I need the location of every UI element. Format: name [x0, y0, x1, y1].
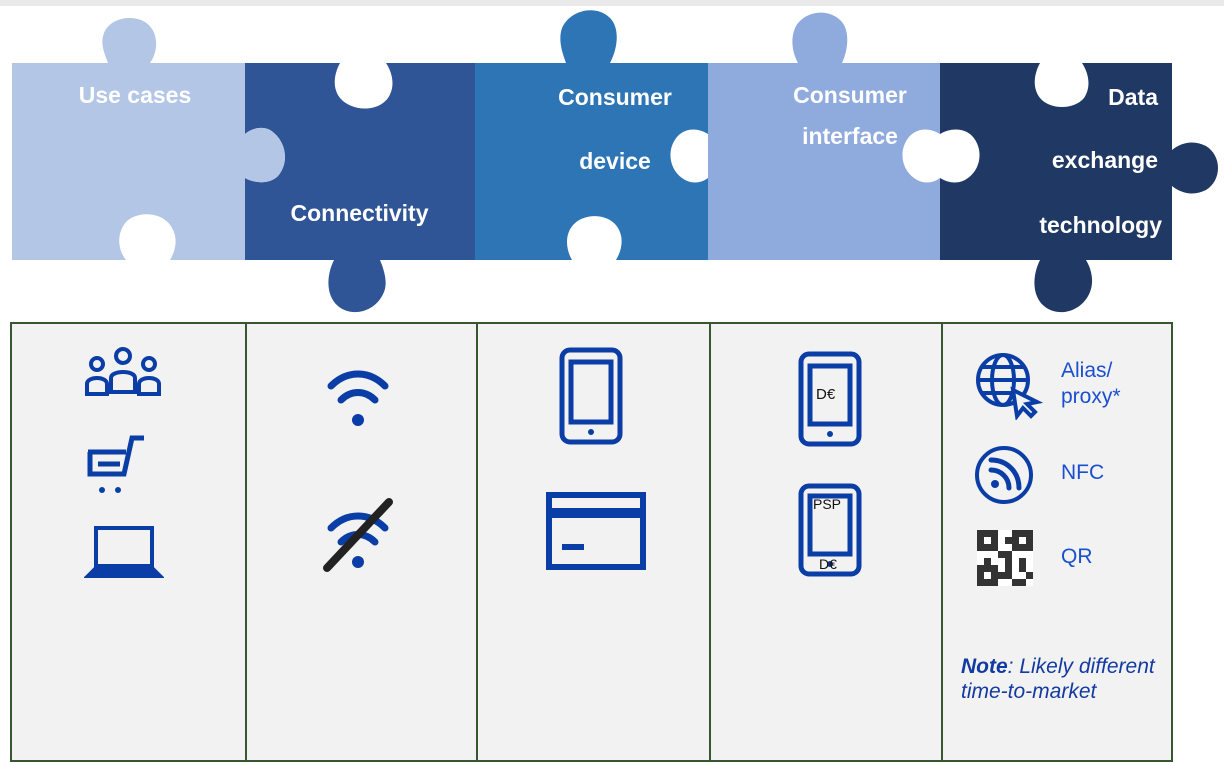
- wifi-off-icon: [317, 494, 399, 576]
- column-consumer-interface: D€ PSP D€: [709, 324, 941, 760]
- label-connectivity: Connectivity: [290, 200, 429, 226]
- phone-euro-text: D€: [816, 386, 836, 403]
- label-consumer-interface: Consumer interface: [793, 82, 907, 149]
- nfc-label: NFC: [1061, 461, 1105, 484]
- nfc-icon: [973, 444, 1035, 506]
- note-body: : Likely different time-to-market: [961, 655, 1155, 704]
- label-use-cases: Use cases: [78, 82, 192, 108]
- qr-code-icon: [977, 530, 1033, 586]
- column-connectivity: [245, 324, 476, 760]
- globe-cursor-icon: [973, 350, 1043, 420]
- puzzle-piece-use-cases: [12, 17, 245, 260]
- note-bold: Note: [961, 655, 1008, 678]
- shopping-cart-icon: [86, 430, 150, 498]
- puzzle-strip: [12, 10, 1218, 313]
- puzzle-nub-use-cases: [245, 127, 285, 183]
- puzzle-piece-data-exchange: [940, 63, 1218, 313]
- label-data-exchange: Data exchange technology: [1039, 84, 1162, 238]
- puzzle-piece-consumer-device: [475, 10, 708, 260]
- phone-psp-icon: PSP D€: [797, 482, 863, 578]
- column-consumer-device: [476, 324, 709, 760]
- alias-proxy-label: Alias/ proxy*: [1061, 359, 1121, 409]
- puzzle-piece-connectivity: [245, 63, 475, 313]
- phone-psp-top-text: PSP: [813, 496, 842, 512]
- column-use-cases: [12, 324, 245, 760]
- smartphone-icon: [558, 346, 624, 446]
- laptop-icon: [84, 524, 164, 584]
- icon-grid: D€ PSP D€ Alias/ proxy*: [10, 322, 1173, 762]
- card-icon: [546, 492, 646, 570]
- phone-psp-bottom-text: D€: [819, 556, 837, 572]
- qr-label: QR: [1061, 545, 1093, 568]
- top-bar: [0, 0, 1224, 6]
- label-consumer-device: Consumer device: [558, 84, 672, 174]
- people-group-icon: [84, 346, 162, 398]
- puzzle-piece-consumer-interface: [708, 12, 940, 260]
- phone-euro-icon: D€: [797, 350, 863, 448]
- note-text: Note: Likely different time-to-market: [961, 654, 1171, 704]
- wifi-icon: [325, 362, 391, 432]
- column-data-exchange: Alias/ proxy* NFC QR: [941, 324, 1171, 760]
